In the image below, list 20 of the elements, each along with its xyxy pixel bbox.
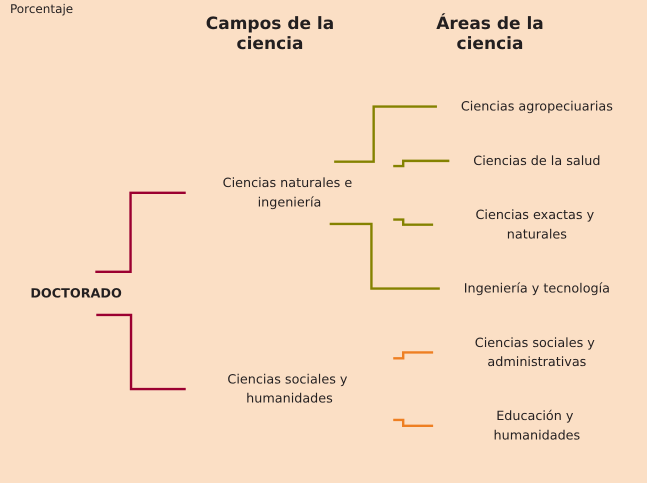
- node-text: Ciencias sociales y humanidades: [227, 372, 348, 406]
- node-text: Ciencias de la salud: [473, 152, 600, 168]
- node-text: Ingeniería y tecnología: [464, 280, 610, 296]
- note-text: Porcentaje: [10, 2, 74, 16]
- connector: [330, 222, 440, 290]
- column-heading: Campos de la ciencia: [204, 14, 336, 54]
- connector: [334, 105, 437, 163]
- node-text: Ciencias exactas y naturales: [476, 207, 594, 242]
- node-text: Ciencias sociales y administrativas: [474, 334, 595, 370]
- node-text: Educación y humanidades: [494, 408, 580, 443]
- connector: [393, 351, 434, 360]
- column-heading: Áreas de la ciencia: [435, 14, 545, 54]
- connector: [393, 418, 434, 428]
- connector: [95, 192, 186, 273]
- connector: [393, 218, 434, 226]
- node-text: Ciencias agropeciuarias: [460, 98, 613, 114]
- connector: [393, 160, 450, 168]
- node-text: DOCTORADO: [30, 285, 122, 301]
- connector: [96, 314, 186, 390]
- node-text: Ciencias naturales e ingeniería: [222, 175, 352, 210]
